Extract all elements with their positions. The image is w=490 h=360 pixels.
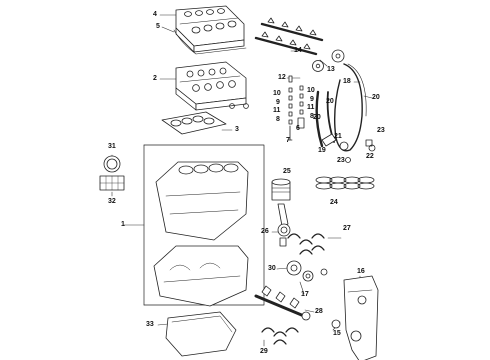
oil-seal-and-screen <box>99 155 125 191</box>
callout-1: 1 <box>121 221 125 228</box>
callout-22: 22 <box>366 153 374 160</box>
callout-17: 17 <box>301 291 309 298</box>
callout-28: 28 <box>315 308 323 315</box>
bedplate <box>153 245 249 307</box>
callout-20a: 20 <box>326 98 334 105</box>
rod-bearings <box>287 233 325 255</box>
camshafts <box>254 17 324 56</box>
piston <box>271 178 291 201</box>
callout-3: 3 <box>235 126 239 133</box>
oil-pan <box>165 311 237 357</box>
callout-10: 10 <box>273 90 281 97</box>
callout-32: 32 <box>108 198 116 205</box>
callout-13: 13 <box>327 66 335 73</box>
callout-29: 29 <box>260 348 268 355</box>
valve-cover <box>173 5 247 55</box>
piston-rings <box>315 176 375 190</box>
callout-26: 26 <box>261 228 269 235</box>
callout-10b: 10 <box>307 87 315 94</box>
callout-24: 24 <box>330 199 338 206</box>
callout-31: 31 <box>108 143 116 150</box>
cam-sprockets <box>312 49 345 72</box>
callout-11b: 11 <box>307 104 315 111</box>
callout-5: 5 <box>156 23 160 30</box>
callout-20c: 20 <box>313 114 321 121</box>
callout-19: 19 <box>318 147 326 154</box>
callout-14: 14 <box>294 47 302 54</box>
callout-23a: 23 <box>377 127 385 134</box>
callout-18: 18 <box>343 78 351 85</box>
callout-16: 16 <box>357 268 365 275</box>
callout-9b: 9 <box>310 96 314 103</box>
callout-25: 25 <box>283 168 291 175</box>
callout-6: 6 <box>296 125 300 132</box>
callout-20b: 20 <box>372 94 380 101</box>
callout-30: 30 <box>268 265 276 272</box>
callout-2: 2 <box>153 75 157 82</box>
timing-cover <box>331 275 379 360</box>
engine-block <box>155 161 249 241</box>
cylinder-head <box>175 61 249 111</box>
main-bearings <box>261 327 299 345</box>
valve-train-parts <box>287 75 305 141</box>
callout-9: 9 <box>276 99 280 106</box>
callout-27: 27 <box>343 225 351 232</box>
tensioners <box>321 133 376 163</box>
callout-7: 7 <box>286 137 290 144</box>
callout-12: 12 <box>278 74 286 81</box>
callout-8: 8 <box>276 116 280 123</box>
callout-4: 4 <box>153 11 157 18</box>
callout-8b: 8 <box>310 113 314 120</box>
callout-23b: 23 <box>337 157 345 164</box>
crank-pulley <box>286 260 328 282</box>
callout-11: 11 <box>273 107 281 114</box>
crankshaft <box>254 285 311 321</box>
head-gasket <box>161 111 227 135</box>
callout-15: 15 <box>333 330 341 337</box>
connecting-rod <box>277 203 291 247</box>
callout-33: 33 <box>146 321 154 328</box>
callout-21: 21 <box>334 133 342 140</box>
